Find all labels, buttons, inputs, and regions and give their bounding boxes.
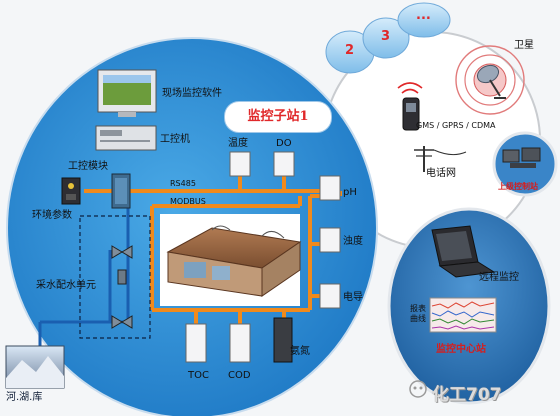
satellite-label: 卫星 bbox=[514, 40, 534, 51]
report-curve-label: 报表曲线 bbox=[410, 304, 426, 323]
laptop-icon bbox=[431, 225, 496, 278]
satellite-dish-icon bbox=[455, 45, 525, 115]
control-module-label: 工控模块 bbox=[68, 161, 108, 172]
rs485-label: RS485 bbox=[170, 179, 196, 188]
rs485-bus bbox=[130, 176, 342, 324]
sampling-valves-icon bbox=[111, 245, 133, 329]
upper-station-label: 上级控制站 bbox=[498, 182, 538, 191]
mobile-phone-icon bbox=[397, 82, 423, 131]
report-curve-chart bbox=[429, 297, 497, 333]
comm-bubble-more-label: ... bbox=[416, 8, 431, 23]
do-label: DO bbox=[276, 138, 292, 149]
remote-monitoring-label: 远程监控 bbox=[479, 272, 519, 283]
station-house-icon bbox=[160, 214, 302, 306]
substation-title: 监控子站1 bbox=[224, 101, 332, 133]
upper-station-computers-icon bbox=[502, 147, 541, 168]
ipc-label: 工控机 bbox=[160, 134, 190, 145]
comm-bubble-3 bbox=[362, 17, 410, 59]
telephone-pole-icon bbox=[414, 146, 467, 172]
comm-bubble-2-label: 2 bbox=[345, 43, 355, 58]
watermark-icon bbox=[409, 380, 427, 398]
turbidity-label: 浊度 bbox=[343, 236, 363, 247]
monitor-icon bbox=[97, 69, 157, 117]
industrial-pc-icon bbox=[95, 125, 157, 151]
comm-bubble-3-label: 3 bbox=[381, 29, 391, 44]
do-sensor-icon bbox=[273, 151, 295, 177]
source-label: 河.湖.库 bbox=[6, 392, 43, 403]
environment-sensor-icon bbox=[61, 177, 81, 205]
control-module-icon bbox=[111, 173, 131, 209]
center-station-title: 监控中心站 bbox=[436, 344, 486, 355]
sensor-devices bbox=[185, 151, 341, 363]
comm-bubble-more bbox=[397, 2, 451, 38]
ph-label: pH bbox=[343, 187, 357, 198]
toc-analyzer-icon bbox=[185, 323, 207, 363]
mobile-network-label: GMS / GPRS / CDMA bbox=[416, 121, 496, 130]
cod-label: COD bbox=[228, 370, 251, 381]
toc-label: TOC bbox=[188, 370, 209, 381]
temperature-label: 温度 bbox=[228, 138, 248, 149]
turbidity-sensor-icon bbox=[319, 227, 341, 253]
phone-network-label: 电话网 bbox=[426, 168, 456, 179]
ph-sensor-icon bbox=[319, 175, 341, 201]
modbus-label: MODBUS bbox=[170, 197, 206, 206]
watermark: 化工707 bbox=[432, 385, 502, 405]
conductivity-label: 电导 bbox=[343, 292, 363, 303]
sampling-unit-box bbox=[79, 215, 151, 339]
sampling-unit-label: 采水配水单元 bbox=[36, 280, 96, 291]
ammonia-label: 氨氮 bbox=[290, 346, 310, 357]
software-label: 现场监控软件 bbox=[162, 88, 222, 99]
env-params-label: 环境参数 bbox=[32, 210, 72, 221]
cod-analyzer-icon bbox=[229, 323, 251, 363]
ammonia-analyzer-icon bbox=[273, 317, 293, 363]
river-lake-photo bbox=[5, 345, 65, 389]
temperature-sensor-icon bbox=[229, 151, 251, 177]
conductivity-sensor-icon bbox=[319, 283, 341, 309]
